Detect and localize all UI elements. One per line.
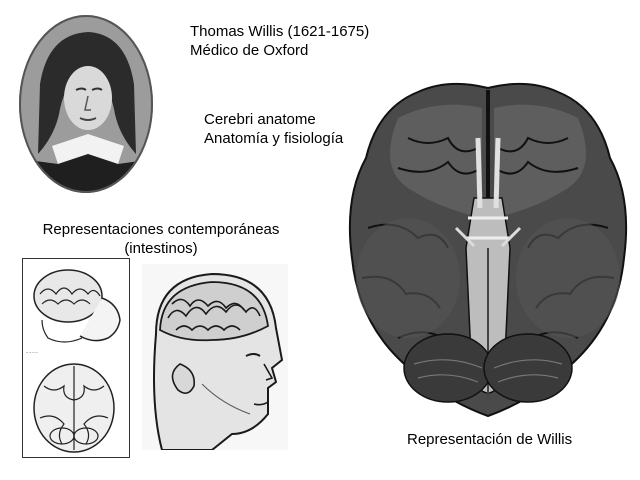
role-line: Médico de Oxford: [190, 42, 309, 59]
name-line: Thomas Willis (1621-1675): [190, 23, 370, 40]
contemporaries-line-2: (intestinos): [124, 240, 198, 257]
portrait-icon: [18, 14, 154, 194]
brain-base-icon: [338, 78, 638, 424]
contemporaries-caption: Representaciones contemporáneas (intesti…: [34, 220, 288, 258]
head-drawing-icon: [142, 264, 288, 450]
title-block: Thomas Willis (1621-1675) Médico de Oxfo…: [190, 22, 369, 60]
brain-engraving-icon: ~ ~ ~ ~: [22, 258, 130, 458]
work-block: Cerebri anatome Anatomía y fisiología: [204, 110, 343, 148]
work-title: Cerebri anatome: [204, 111, 316, 128]
work-subtitle: Anatomía y fisiología: [204, 130, 344, 147]
willis-caption: Representación de Willis: [407, 431, 573, 448]
contemporaries-line-1: Representaciones contemporáneas: [42, 221, 280, 238]
svg-text:~ ~ ~ ~: ~ ~ ~ ~: [26, 350, 38, 355]
